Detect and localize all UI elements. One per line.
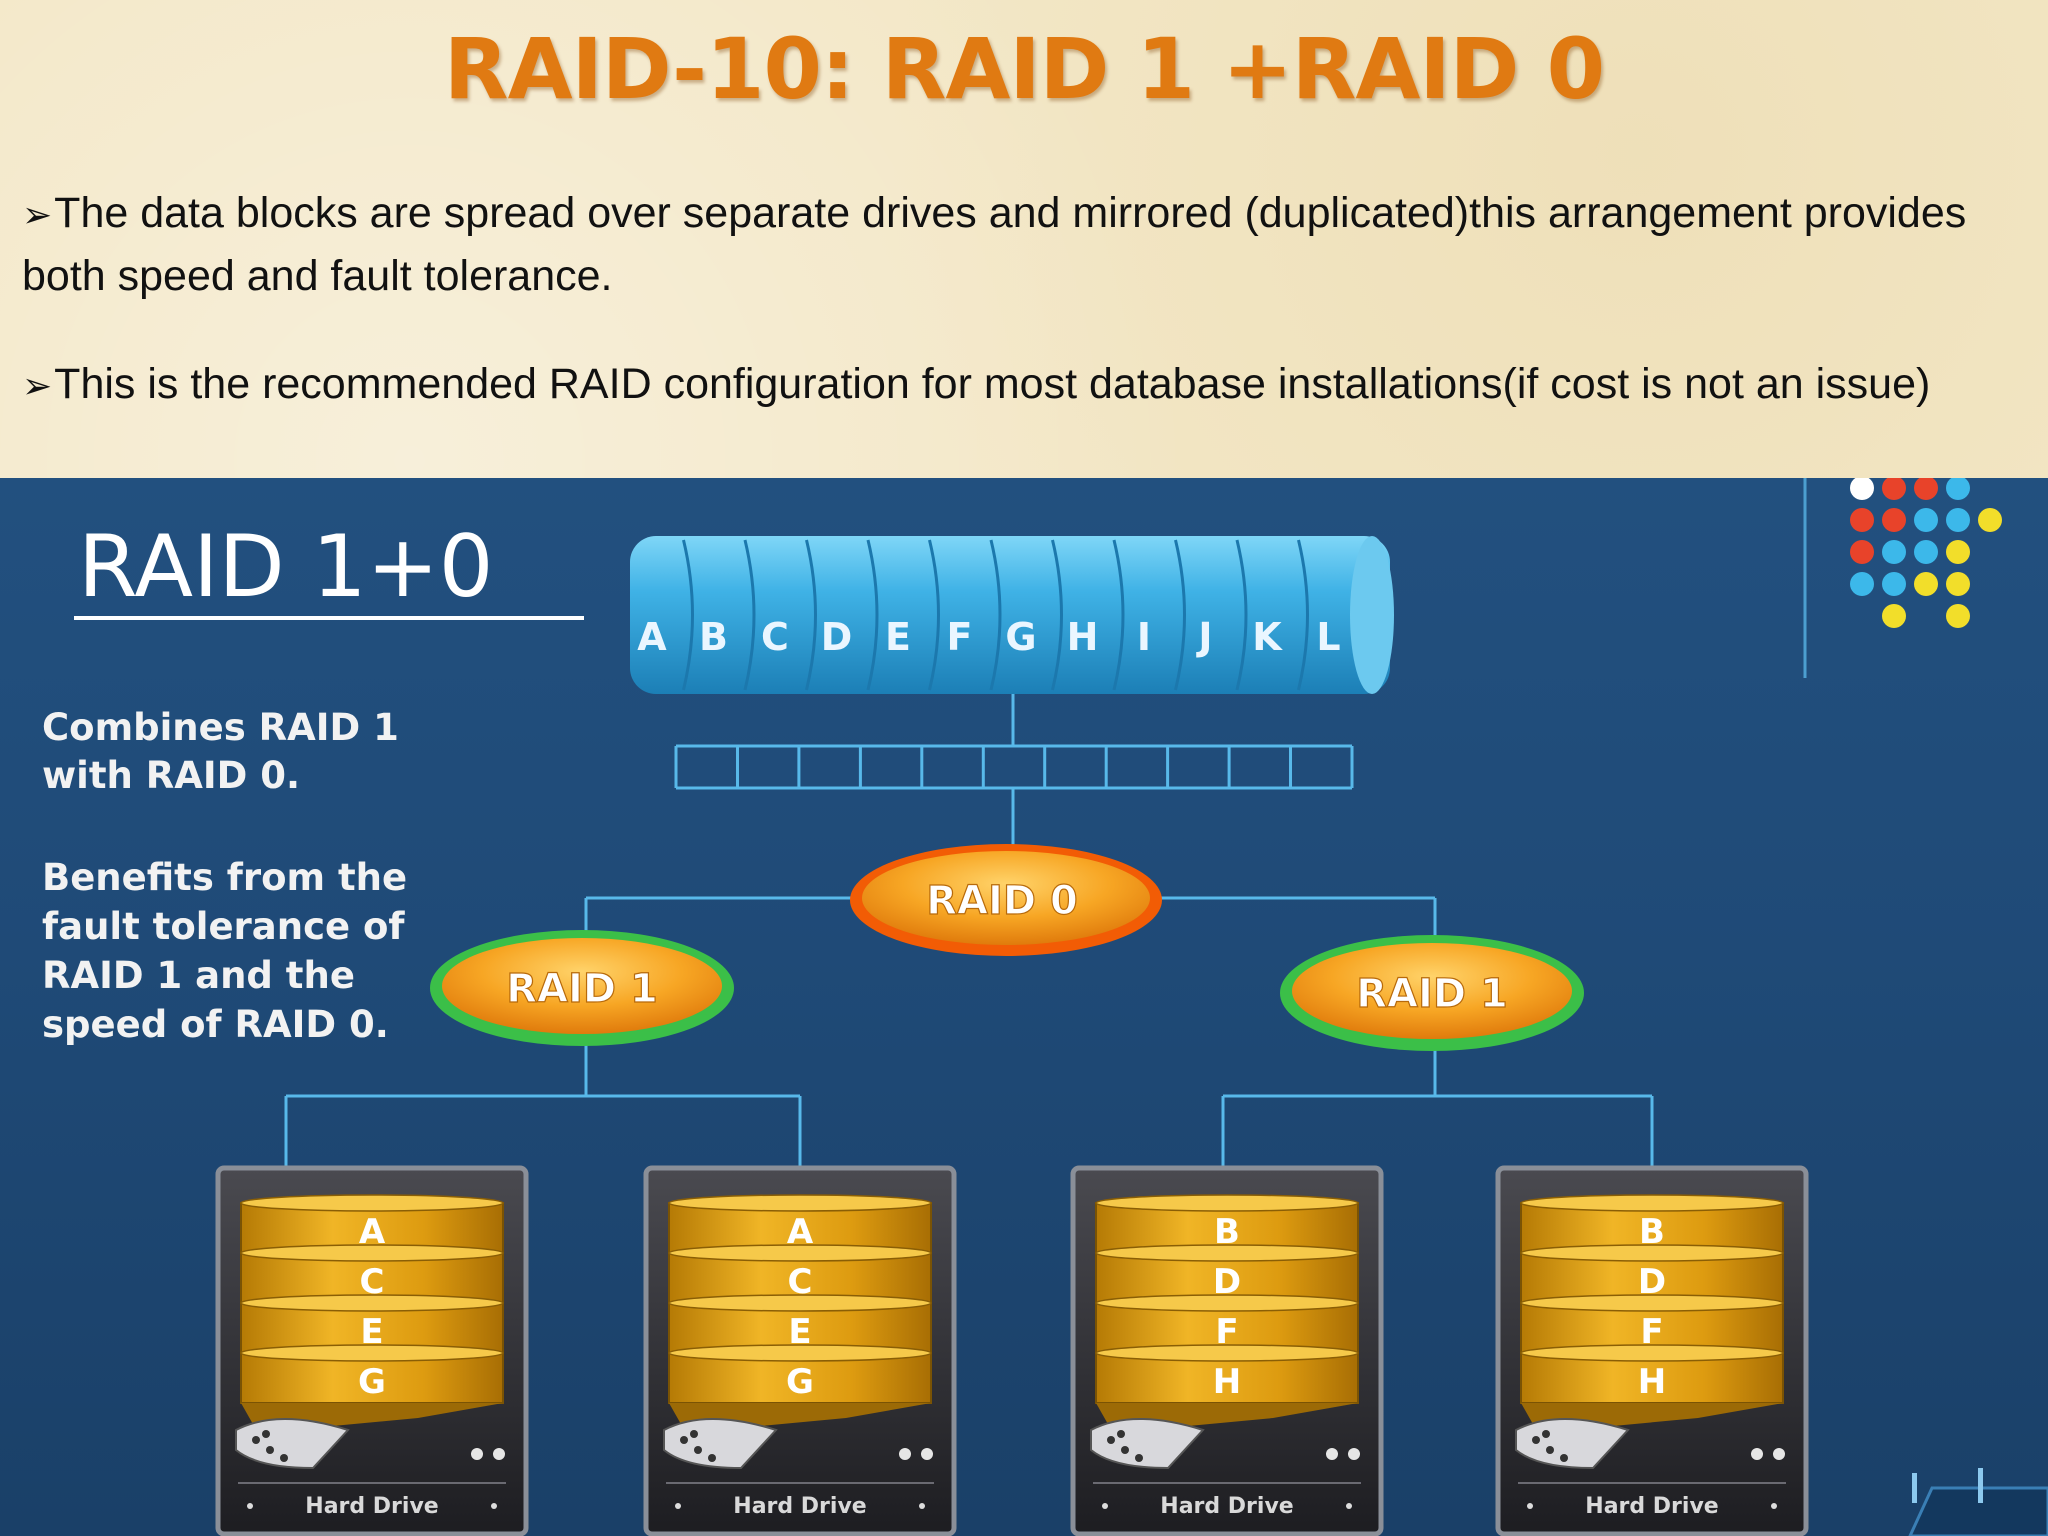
corner-router-icon — [1908, 1468, 2048, 1536]
drive-block-letter: E — [788, 1312, 811, 1352]
arrow-bullet-icon: ➢ — [22, 195, 53, 236]
stripe-letter: C — [761, 615, 789, 659]
raid1-right-node: RAID 1 — [1280, 935, 1584, 1051]
decorative-dots — [1850, 478, 2002, 628]
bullet-1-text: The data blocks are spread over separate… — [22, 189, 1967, 300]
stripe-letter: H — [1067, 615, 1099, 659]
raid-diagram-svg: RAID 1+0 Combines RAID 1 with RAID 0. Be… — [42, 478, 2048, 1536]
raid-diagram: RAID 1+0 Combines RAID 1 with RAID 0. Be… — [0, 478, 2048, 1536]
raid1-left-node: RAID 1 — [430, 930, 734, 1046]
drive-block-letter: H — [1213, 1362, 1241, 1402]
stripe-letter: B — [699, 615, 728, 659]
desc2-line-2: fault tolerance of — [42, 905, 405, 948]
stripe-letter: A — [637, 615, 667, 659]
stripe-letter: L — [1316, 615, 1340, 659]
desc1-line-2: with RAID 0. — [42, 754, 300, 797]
drive-block-letter: G — [358, 1362, 386, 1402]
arrow-bullet-icon: ➢ — [22, 366, 53, 407]
bullet-2-text: This is the recommended RAID configurati… — [54, 360, 1931, 408]
hard-drive-label: Hard Drive — [305, 1494, 438, 1519]
desc2-line-4: speed of RAID 0. — [42, 1003, 389, 1046]
hard-drive-label: Hard Drive — [1585, 1494, 1718, 1519]
drive-block-letter: F — [1640, 1312, 1663, 1352]
stripe-letter: F — [947, 615, 973, 659]
bullet-2: ➢This is the recommended RAID configurat… — [22, 354, 2022, 417]
stripe-letter: E — [885, 615, 911, 659]
desc2-line-1: Benefits from the — [42, 856, 407, 899]
raid0-label: RAID 0 — [926, 878, 1078, 924]
connector-lines — [284, 478, 1807, 1166]
raid1-left-label: RAID 1 — [506, 966, 658, 1012]
drive-block-letter: G — [786, 1362, 814, 1402]
stripe-letter: G — [1005, 615, 1036, 659]
hard-drive-label: Hard Drive — [733, 1494, 866, 1519]
stripe-letter: I — [1137, 615, 1151, 659]
drive-block-letter: E — [360, 1312, 383, 1352]
stripe-letter: D — [821, 615, 853, 659]
raid1-right-label: RAID 1 — [1356, 971, 1508, 1017]
desc1-line-1: Combines RAID 1 — [42, 706, 399, 749]
heading-underline — [74, 616, 584, 620]
diagram-heading: RAID 1+0 — [78, 517, 494, 617]
desc2-line-3: RAID 1 and the — [42, 954, 355, 997]
slide-title: RAID-10: RAID 1 +RAID 0 — [443, 20, 1605, 118]
drive-block-letter: F — [1215, 1312, 1238, 1352]
raid0-node: RAID 0 — [850, 844, 1162, 956]
stripe-letter: J — [1195, 615, 1212, 659]
hard-drive-label: Hard Drive — [1160, 1494, 1293, 1519]
drive-block-letter: H — [1638, 1362, 1666, 1402]
bullet-1: ➢The data blocks are spread over separat… — [22, 183, 2022, 307]
stripe-letter: K — [1252, 615, 1283, 659]
